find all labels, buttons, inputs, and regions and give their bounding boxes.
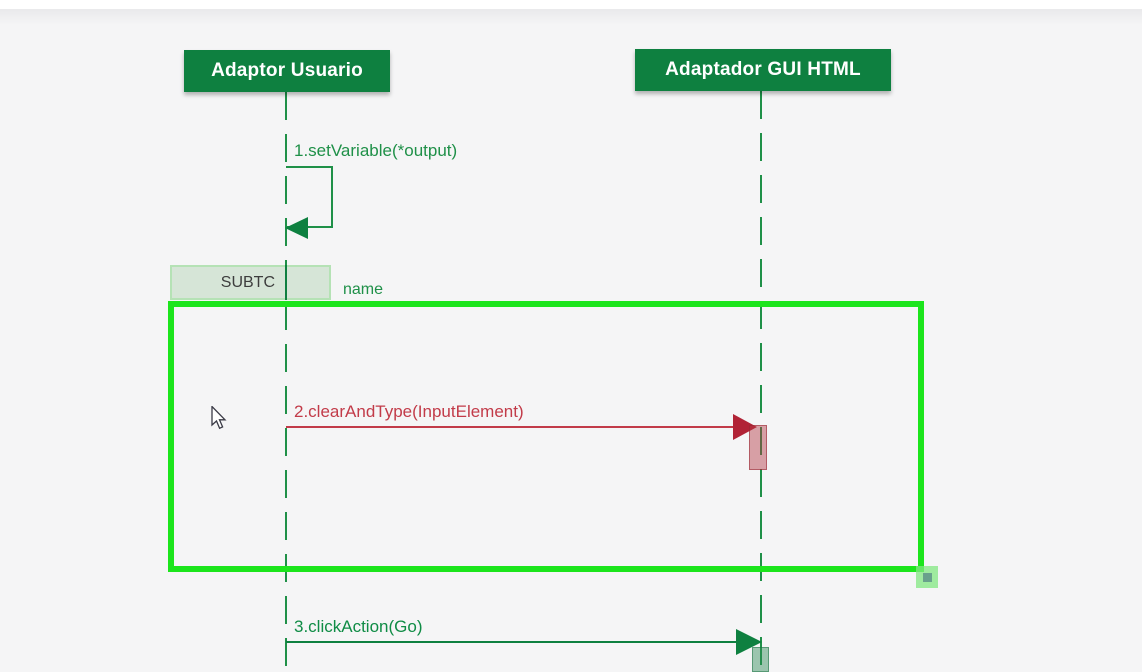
lifeline-header-adaptor-usuario[interactable]: Adaptor Usuario [184, 50, 390, 92]
activation-bar-green[interactable] [752, 647, 769, 672]
mouse-cursor-icon [211, 404, 229, 432]
message-2-line[interactable] [286, 426, 736, 428]
lifeline-header-adaptador-gui-html[interactable]: Adaptador GUI HTML [635, 49, 891, 91]
message-2-label[interactable]: 2.clearAndType(InputElement) [294, 402, 524, 421]
lifeline-adaptor-usuario[interactable] [285, 92, 287, 672]
fragment-name-label[interactable]: name [343, 281, 384, 298]
selection-resize-handle-inner [922, 572, 932, 582]
message-3-arrowhead-icon [736, 629, 762, 655]
fragment-operator-label: SUBTC [220, 273, 275, 291]
lifeline-adaptador-gui-html[interactable] [760, 91, 762, 672]
diagram-canvas[interactable]: Adaptor Usuario Adaptador GUI HTML 1.set… [0, 9, 1142, 672]
message-1-label[interactable]: 1.setVariable(*output) [294, 141, 458, 160]
lifeline-header-label: Adaptor Usuario [211, 60, 363, 81]
selection-resize-handle-icon[interactable] [916, 566, 938, 588]
fragment-lifeline-segment [285, 265, 287, 300]
message-3-line[interactable] [286, 641, 738, 643]
message-1-arrowhead-icon [285, 217, 308, 239]
fragment-subtc[interactable]: SUBTC [170, 265, 331, 300]
message-1-self-loop-line[interactable] [286, 166, 333, 228]
lifeline-header-label: Adaptador GUI HTML [665, 59, 861, 80]
activation-bar-red[interactable] [749, 425, 767, 470]
message-3-label[interactable]: 3.clickAction(Go) [294, 617, 423, 636]
selection-rectangle[interactable] [168, 301, 924, 572]
message-2-arrowhead-icon [733, 414, 757, 440]
